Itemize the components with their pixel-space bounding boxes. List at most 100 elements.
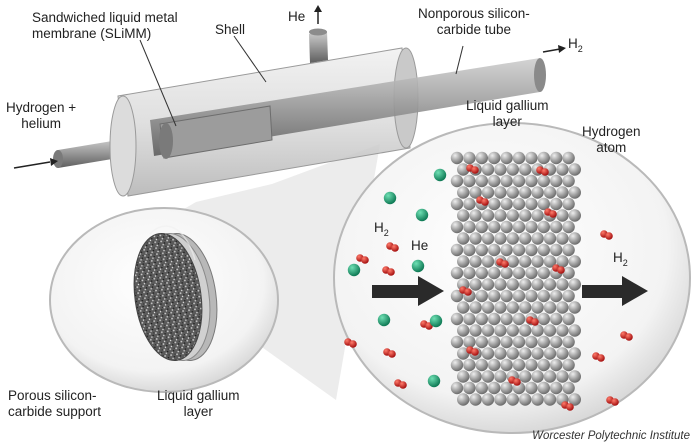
- gallium-atom: [463, 381, 476, 395]
- gallium-atom: [500, 151, 513, 165]
- gallium-atom: [494, 301, 507, 314]
- gallium-atom: [469, 209, 482, 222]
- gallium-atom: [481, 163, 495, 176]
- gallium-atom: [488, 174, 501, 188]
- gallium-atom: [494, 370, 507, 383]
- gallium-atom: [457, 393, 470, 406]
- gallium-atom: [506, 301, 519, 314]
- gallium-atom: [537, 151, 550, 165]
- gallium-atom: [525, 289, 538, 303]
- gallium-atom: [550, 312, 563, 326]
- gallium-atom: [450, 174, 464, 188]
- gallium-atom: [481, 186, 495, 199]
- gallium-atom: [568, 255, 581, 268]
- gallium-atom: [568, 347, 581, 360]
- gallium-atom: [506, 209, 519, 222]
- label-shell: Shell: [215, 22, 246, 37]
- hydrogen-molecule: [531, 318, 539, 326]
- helium-atom: [411, 259, 425, 273]
- gallium-atom: [500, 289, 513, 303]
- gallium-atom: [531, 255, 544, 268]
- helium-atom: [383, 191, 397, 205]
- gallium-atom: [531, 301, 544, 314]
- gallium-atom: [450, 266, 464, 280]
- gallium-atom: [469, 301, 482, 314]
- gallium-atom: [562, 243, 575, 257]
- gallium-atom: [562, 266, 575, 280]
- gallium-atom: [463, 197, 476, 211]
- label-he-feed-side: He: [411, 238, 429, 253]
- gallium-atom: [556, 209, 569, 222]
- gallium-atom: [488, 312, 501, 326]
- gallium-atom: [519, 232, 532, 245]
- gallium-atom: [568, 186, 581, 199]
- gallium-atom: [537, 335, 550, 349]
- hydrogen-molecule: [625, 333, 633, 341]
- gallium-atom: [450, 151, 464, 165]
- gallium-atom: [506, 163, 519, 176]
- gallium-atom: [512, 243, 526, 257]
- gallium-atom: [450, 381, 464, 395]
- hydrogen-molecule: [566, 403, 574, 411]
- gallium-atom: [506, 232, 519, 245]
- gallium-atom: [506, 393, 519, 406]
- gallium-atom: [556, 301, 569, 314]
- gallium-atom-lattice: [450, 151, 581, 406]
- gallium-atom: [481, 278, 495, 291]
- gallium-atom: [525, 381, 538, 395]
- gallium-atom: [519, 324, 532, 337]
- helium-atom: [433, 168, 447, 182]
- gallium-atom: [500, 266, 513, 280]
- gallium-atom: [556, 186, 569, 199]
- gallium-atom: [562, 174, 575, 188]
- gallium-atom: [457, 186, 470, 199]
- gallium-atom: [463, 312, 476, 326]
- gallium-atom: [512, 358, 526, 372]
- gallium-atom: [450, 312, 464, 326]
- gallium-atom: [531, 347, 544, 360]
- gas-molecules: [344, 164, 633, 411]
- gallium-atom: [537, 266, 550, 280]
- gallium-atom: [488, 335, 501, 349]
- gallium-atom: [481, 209, 495, 222]
- gallium-atom: [537, 358, 550, 372]
- he-outlet: [309, 5, 328, 63]
- gallium-atom: [512, 335, 526, 349]
- helium-atom: [415, 208, 429, 222]
- gallium-atom: [469, 278, 482, 291]
- gallium-atom: [494, 163, 507, 176]
- gallium-atom: [475, 151, 488, 165]
- label-feed: Hydrogen + helium: [6, 100, 77, 131]
- gallium-atom: [488, 151, 501, 165]
- gallium-atom: [525, 220, 538, 234]
- gallium-atom: [488, 289, 501, 303]
- label-slimm: Sandwiched liquid metal membrane (SLiMM): [32, 10, 178, 41]
- hydrogen-molecule: [388, 350, 396, 358]
- disc-magnified-view: [49, 207, 279, 393]
- gallium-atom: [568, 370, 581, 383]
- gallium-atom: [525, 197, 538, 211]
- label-he-outlet: He: [288, 9, 306, 24]
- helium-atom: [377, 313, 391, 327]
- gallium-atom: [568, 209, 581, 222]
- gallium-atom: [531, 209, 544, 222]
- gallium-atom: [556, 278, 569, 291]
- gallium-atom: [568, 324, 581, 337]
- gallium-atom: [450, 243, 464, 257]
- gallium-atom: [568, 301, 581, 314]
- gallium-atom: [537, 289, 550, 303]
- gallium-atom: [562, 312, 575, 326]
- gallium-atom: [525, 174, 538, 188]
- hydrogen-molecule: [481, 198, 489, 206]
- gallium-atom: [543, 232, 557, 245]
- gallium-atom: [556, 370, 569, 383]
- gallium-atom: [556, 163, 569, 176]
- label-gallium-layer-disc: Liquid gallium layer: [157, 388, 240, 419]
- gallium-atom: [494, 278, 507, 291]
- gallium-atom: [568, 278, 581, 291]
- flow-arrows: [13, 45, 566, 169]
- gallium-atom: [568, 232, 581, 245]
- gallium-atom: [537, 312, 550, 326]
- gallium-atom: [469, 324, 482, 337]
